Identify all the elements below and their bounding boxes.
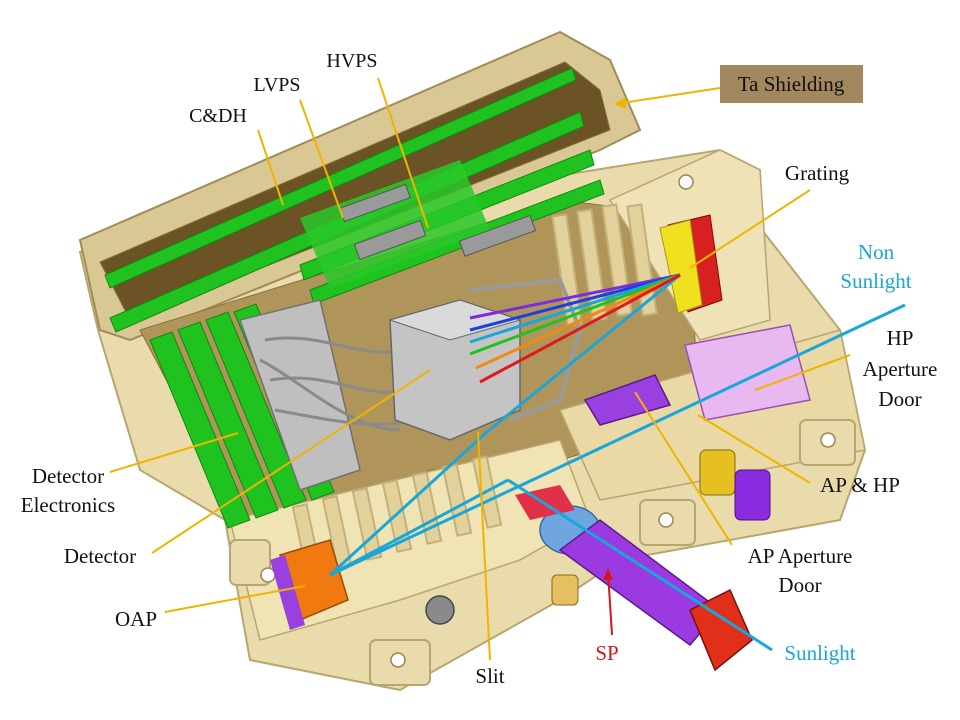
cdh-label: C&DH bbox=[189, 105, 247, 127]
lvps-label: LVPS bbox=[253, 74, 300, 96]
detector-electronics-boards bbox=[149, 299, 361, 529]
leader-cdh bbox=[257, 129, 284, 206]
detector-label: Detector bbox=[64, 544, 136, 568]
gray-connector bbox=[425, 595, 455, 625]
leader-ta-shielding bbox=[621, 87, 721, 104]
spectrum-red bbox=[479, 273, 681, 384]
ap-door-label-2: Door bbox=[778, 573, 821, 597]
grating-to-slit-path bbox=[487, 273, 681, 433]
non-sunlight-ray bbox=[329, 303, 906, 577]
leader-lvps bbox=[299, 99, 344, 219]
connectors bbox=[339, 183, 537, 261]
ta-shielding-label: Ta Shielding bbox=[738, 72, 845, 96]
lid-inner-cavity bbox=[99, 61, 611, 321]
ap-motor bbox=[734, 469, 771, 521]
oap-purple bbox=[270, 555, 305, 630]
arrow-ta bbox=[614, 97, 626, 109]
ap-aperture-door bbox=[583, 374, 672, 426]
sp-label: SP bbox=[595, 641, 618, 665]
light-paths bbox=[328, 273, 906, 652]
spectrum-blue bbox=[469, 273, 681, 332]
spectrum-green bbox=[469, 273, 681, 356]
leader-slit bbox=[477, 431, 491, 661]
leader-grating bbox=[689, 189, 811, 269]
arrow-sp bbox=[603, 568, 613, 580]
sunlight-ray bbox=[507, 478, 773, 652]
detector-electronics-label-2: Electronics bbox=[21, 493, 115, 517]
hp-aperture-door bbox=[684, 324, 811, 421]
hp-door-label-2: Aperture bbox=[863, 357, 938, 381]
hvps-label: HVPS bbox=[326, 50, 377, 72]
leader-hp-door bbox=[754, 354, 851, 391]
spectrum-cyan bbox=[469, 273, 681, 344]
detector-electronics-label-1: Detector bbox=[32, 464, 104, 488]
det-board-3 bbox=[205, 311, 307, 509]
leader-det-elec bbox=[109, 432, 239, 473]
leader-detector bbox=[151, 369, 431, 554]
ta-shielding-tag bbox=[720, 65, 863, 103]
non-sunlight-label-1: Non bbox=[858, 240, 895, 264]
leader-hvps bbox=[377, 77, 429, 229]
ap-door-label-1: AP Aperture bbox=[748, 544, 853, 568]
leader-arrowheads bbox=[603, 97, 626, 580]
leader-sp bbox=[607, 571, 613, 636]
spectrum-orange bbox=[475, 273, 681, 370]
sunlight-path bbox=[328, 429, 490, 577]
leader-ap-hp bbox=[697, 414, 811, 484]
hvps-board-2 bbox=[309, 179, 605, 305]
ap-hp-label: AP & HP bbox=[820, 473, 900, 497]
sun-pointing-telescope bbox=[425, 485, 753, 672]
hp-door-label-1: HP bbox=[887, 326, 914, 350]
detector-box-top bbox=[388, 299, 522, 341]
sunlight-label: Sunlight bbox=[784, 641, 855, 665]
oap-to-slit bbox=[329, 478, 509, 577]
cdh-board bbox=[104, 67, 577, 289]
leader-lines bbox=[109, 77, 851, 661]
leader-oap bbox=[164, 585, 306, 613]
sp-connector bbox=[551, 574, 579, 606]
det-housing bbox=[239, 299, 361, 491]
grating-mount-yellow bbox=[659, 219, 703, 314]
grating-label: Grating bbox=[785, 161, 850, 185]
mounting-holes bbox=[260, 174, 836, 668]
upper-circuit-boards bbox=[104, 67, 605, 333]
sp-end-cap bbox=[689, 588, 753, 672]
hp-door-label-3: Door bbox=[878, 387, 921, 411]
board-plate bbox=[300, 160, 490, 288]
det-board-1 bbox=[149, 331, 251, 529]
det-board-2 bbox=[177, 321, 279, 519]
non-sunlight-label-2: Sunlight bbox=[840, 269, 911, 293]
hp-motor bbox=[699, 449, 736, 496]
oap-label: OAP bbox=[115, 607, 157, 631]
spectrum-violet bbox=[469, 273, 681, 320]
slit-label: Slit bbox=[475, 664, 504, 688]
cables bbox=[259, 336, 421, 432]
optics bbox=[270, 214, 811, 630]
leader-ap-door bbox=[634, 391, 733, 546]
